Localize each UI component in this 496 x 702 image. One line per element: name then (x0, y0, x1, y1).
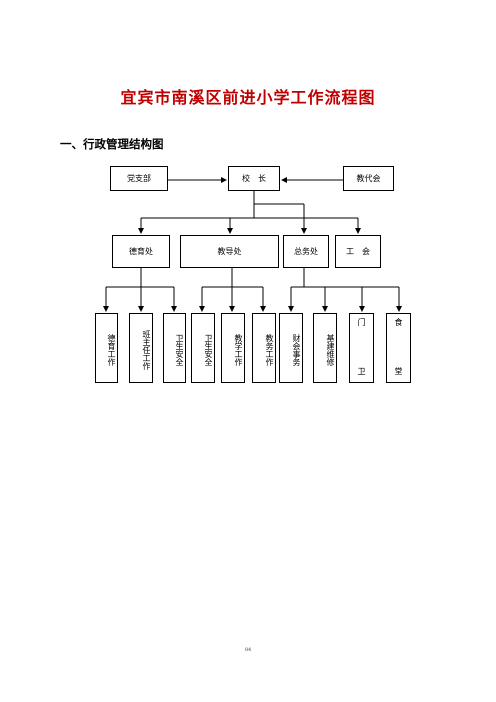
sub-box-canteen: 食堂 (386, 313, 411, 383)
sub-box-security-gate: 门卫 (349, 313, 374, 383)
sub-box-label: 财会事务 (292, 333, 301, 366)
sub-box-char: 卫 (357, 366, 366, 376)
principal-label: 校 长 (242, 174, 266, 183)
sub-box-hygiene-safety-1: 卫生安全 (163, 313, 186, 383)
general-affairs-office-box: 总务处 (283, 235, 329, 268)
sub-box-teaching-work: 教学工作 (221, 313, 245, 383)
sub-box-hygiene-safety-2: 卫生安全 (191, 313, 215, 383)
sub-box-char: 食 (394, 318, 403, 327)
sub-box-label: 德育工作 (107, 333, 116, 366)
sub-box-academic-affairs: 教务工作 (252, 313, 276, 383)
sub-box-char: 门 (357, 318, 366, 327)
sub-box-moral-work: 德育工作 (95, 313, 118, 383)
sub-box-label: 卫生安全 (175, 333, 184, 366)
sub-box-finance: 财会事务 (279, 313, 303, 383)
sub-box-label: 教务工作 (265, 333, 274, 366)
teaching-affairs-office-box: 教导处 (180, 235, 279, 268)
general-affairs-office-label: 总务处 (294, 247, 318, 256)
sub-box-construction-maintenance: 基建维修 (313, 313, 337, 383)
moral-education-office-label: 德育处 (129, 247, 153, 256)
sub-box-label: 班主任工作 (142, 329, 151, 370)
sub-box-label: 基建维修 (326, 333, 335, 366)
sub-box-char: 堂 (394, 366, 403, 376)
page-title: 宜宾市南溪区前进小学工作流程图 (120, 88, 376, 107)
trade-union-box: 工 会 (335, 235, 381, 268)
staff-congress-label: 教代会 (356, 174, 381, 183)
principal-box: 校 长 (228, 166, 280, 191)
sub-box-label: 门卫 (350, 317, 373, 377)
page-number: 84 (244, 647, 252, 653)
moral-education-office-box: 德育处 (112, 235, 170, 268)
party-branch-box: 党支部 (110, 166, 168, 191)
sub-box-head-teacher-work: 班主任工作 (129, 313, 153, 383)
sub-box-label: 教学工作 (234, 333, 243, 366)
staff-congress-box: 教代会 (343, 166, 394, 191)
sub-box-label: 卫生安全 (204, 333, 213, 366)
trade-union-label: 工 会 (346, 247, 370, 256)
party-branch-label: 党支部 (127, 174, 151, 183)
section-heading: 一、行政管理结构图 (60, 137, 164, 151)
teaching-affairs-office-label: 教导处 (217, 247, 242, 256)
sub-box-label: 食堂 (387, 317, 410, 377)
